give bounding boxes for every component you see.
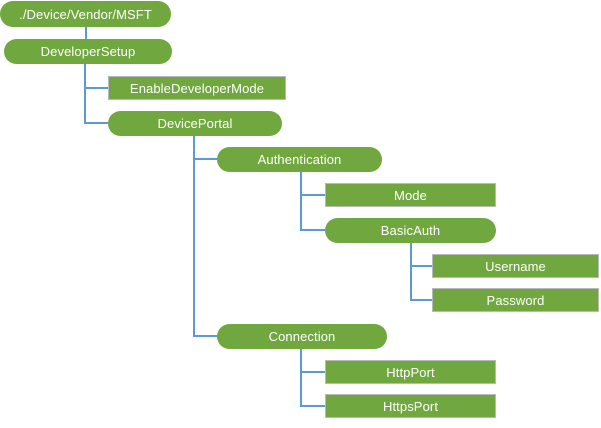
tree-node-httpsport[interactable]: HttpsPort bbox=[325, 394, 497, 419]
connector-basicauth-to-username bbox=[410, 265, 433, 267]
tree-node-basicauth[interactable]: BasicAuth bbox=[325, 218, 496, 243]
connector-deviceportal-to-authentication bbox=[193, 158, 218, 160]
tree-node-username[interactable]: Username bbox=[432, 254, 600, 279]
connector-authentication-trunk bbox=[300, 171, 302, 231]
tree-node-enabledevelopermode-label: EnableDeveloperMode bbox=[129, 80, 265, 96]
connector-basicauth-to-password bbox=[410, 299, 433, 301]
tree-node-connection-label: Connection bbox=[268, 329, 336, 344]
tree-node-httpsport-label: HttpsPort bbox=[382, 398, 439, 414]
tree-node-deviceportal-label: DevicePortal bbox=[157, 116, 233, 131]
tree-node-mode[interactable]: Mode bbox=[325, 183, 497, 208]
connector-authentication-to-basicauth bbox=[300, 229, 326, 231]
tree-node-password[interactable]: Password bbox=[432, 288, 600, 313]
tree-node-basicauth-label: BasicAuth bbox=[380, 223, 441, 238]
connector-deviceportal-to-connection bbox=[193, 335, 218, 337]
tree-node-password-label: Password bbox=[486, 292, 545, 308]
connector-authentication-to-mode bbox=[300, 194, 326, 196]
connector-developersetup-trunk bbox=[84, 64, 86, 124]
tree-node-httpport-label: HttpPort bbox=[386, 364, 435, 380]
connector-root-to-developersetup bbox=[85, 26, 87, 40]
tree-node-httpport[interactable]: HttpPort bbox=[325, 360, 497, 385]
tree-node-root[interactable]: ./Device/Vendor/MSFT bbox=[0, 1, 171, 27]
connector-developersetup-to-deviceportal bbox=[84, 122, 109, 124]
tree-node-root-label: ./Device/Vendor/MSFT bbox=[19, 6, 152, 22]
tree-node-username-label: Username bbox=[485, 258, 546, 274]
tree-node-connection[interactable]: Connection bbox=[217, 324, 387, 349]
connector-connection-to-httpsport bbox=[300, 405, 326, 407]
tree-node-deviceportal[interactable]: DevicePortal bbox=[108, 111, 282, 136]
connector-developersetup-to-enabledevelopermode bbox=[84, 87, 109, 89]
connector-basicauth-trunk bbox=[410, 242, 412, 301]
tree-node-enabledevelopermode[interactable]: EnableDeveloperMode bbox=[108, 76, 287, 101]
tree-node-mode-label: Mode bbox=[394, 187, 427, 203]
tree-node-authentication-label: Authentication bbox=[257, 152, 342, 167]
tree-node-authentication[interactable]: Authentication bbox=[217, 147, 382, 172]
connector-connection-trunk bbox=[300, 348, 302, 407]
tree-node-developersetup-label: DeveloperSetup bbox=[40, 44, 136, 59]
connector-deviceportal-trunk bbox=[193, 135, 195, 337]
tree-node-developersetup[interactable]: DeveloperSetup bbox=[4, 39, 172, 64]
connector-connection-to-httpport bbox=[300, 371, 326, 373]
